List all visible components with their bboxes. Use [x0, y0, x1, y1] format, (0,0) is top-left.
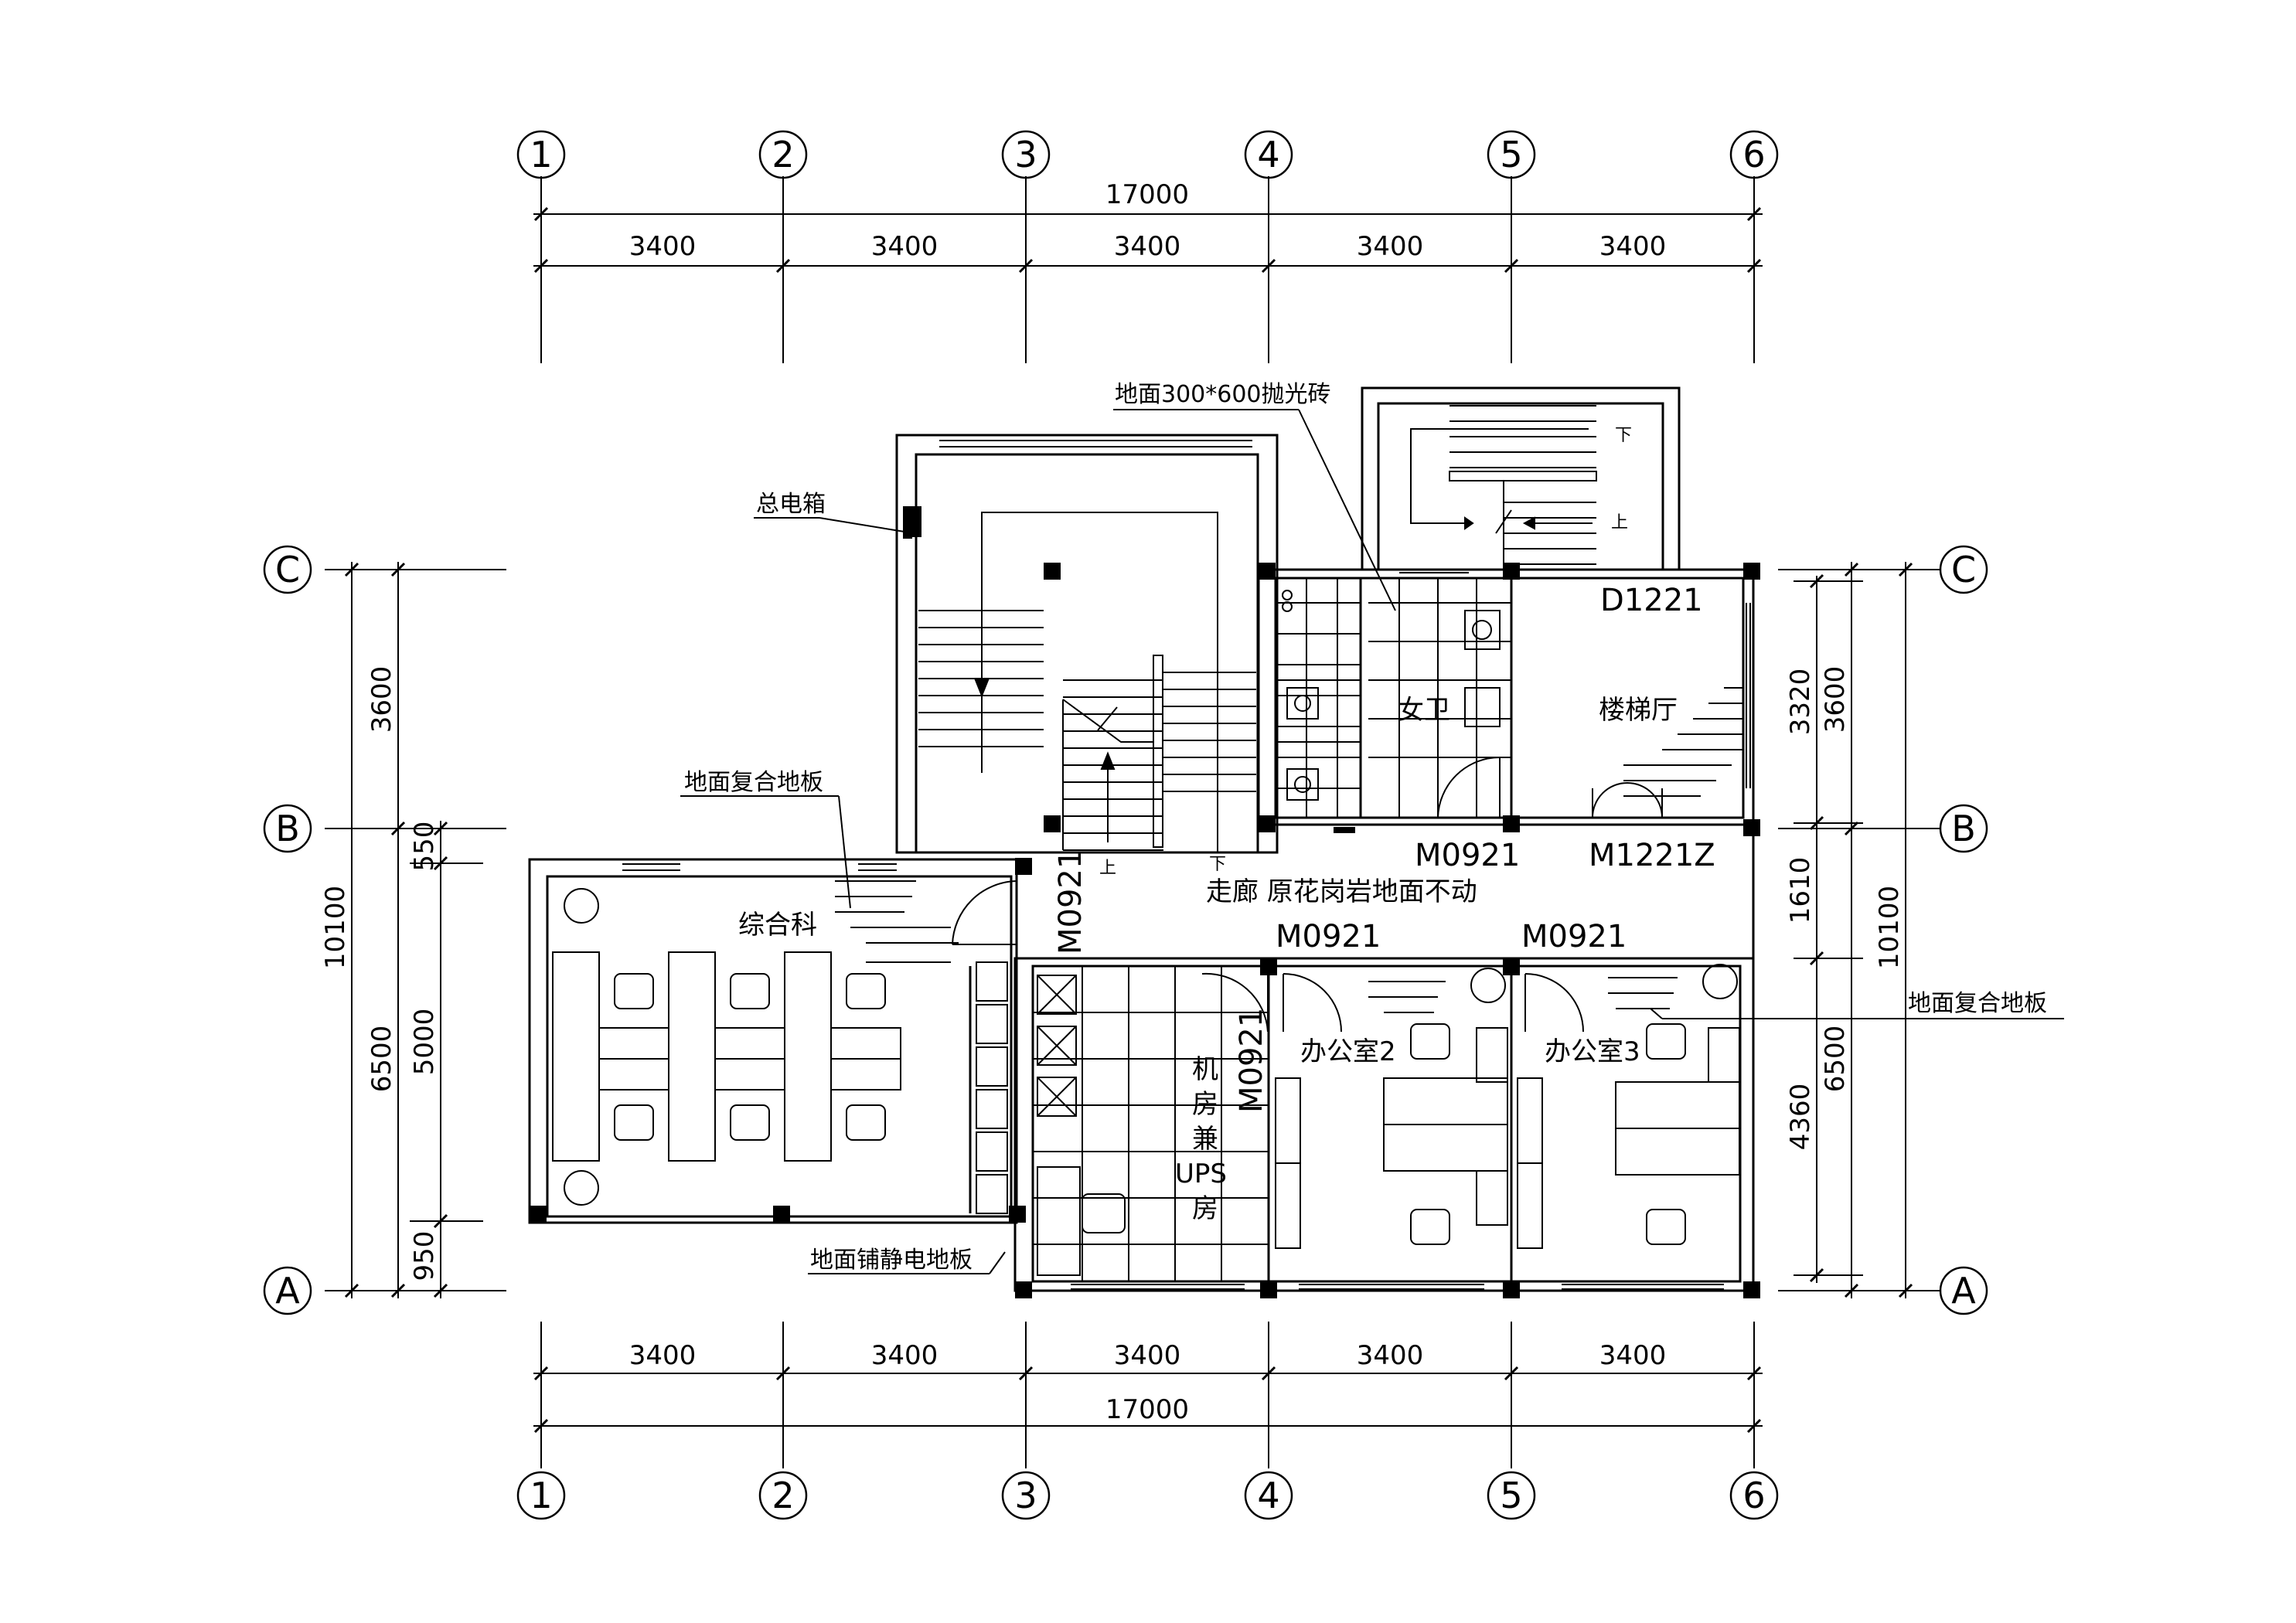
dim-right-inner-2: 1610 [1785, 857, 1816, 924]
dim-right-inner-3: 4360 [1785, 1084, 1816, 1151]
stair-down-mark: 下 [1209, 855, 1226, 874]
north-stair-up-mark: 上 [1611, 513, 1628, 532]
axis-top-4: 4 [1257, 134, 1279, 175]
columns [530, 506, 1760, 1298]
dim-right-outer-1: 3600 [1820, 666, 1851, 733]
leader-lines [680, 409, 2064, 1274]
stair-up-mark: 上 [1099, 859, 1116, 878]
dim-left-inner-1: 550 [409, 822, 440, 872]
note-laminate-left: 地面复合地板 [684, 769, 823, 796]
room-corridor: 走廊 原花岗岩地面不动 [1206, 876, 1477, 907]
axis-bottom-2: 2 [772, 1475, 794, 1516]
women-wc-fixtures [1276, 578, 1511, 818]
axis-left-c: C [275, 549, 300, 590]
dim-left-inner-3: 950 [409, 1231, 440, 1281]
axis-labels: 1 2 3 4 5 6 1 2 3 4 5 6 C B A C B A [275, 134, 1976, 1516]
door-code-corridor-wc: M0921 [1415, 838, 1520, 873]
main-stair [918, 512, 1256, 852]
axis-top-5: 5 [1500, 134, 1522, 175]
dim-top-total: 17000 [1105, 179, 1189, 210]
dim-left-outer-2: 6500 [366, 1026, 397, 1093]
main-stair-marks: 上 下 [1099, 855, 1226, 878]
dimension-labels: 17000 3400 3400 3400 3400 3400 3400 3400… [320, 179, 1905, 1425]
door-code-labels: M0921 M0921 M0921 M0921 M0921 M1221Z D12… [1053, 583, 1715, 1113]
dim-bottom-bay-4: 3400 [1357, 1340, 1424, 1371]
axis-top-6: 6 [1742, 134, 1765, 175]
door-code-north: D1221 [1600, 583, 1703, 618]
north-stair-marks: 下 上 [1611, 426, 1632, 532]
office-furniture [1275, 964, 1740, 1249]
dim-right-inner-1: 3320 [1785, 669, 1816, 736]
axis-left-a: A [275, 1270, 300, 1312]
note-antistatic-floor: 地面铺静电地板 [810, 1247, 973, 1274]
axis-bottom-1: 1 [530, 1475, 552, 1516]
room-labels: 综合科 机 房 兼 UPS 房 办公室2 办公室3 女卫 楼梯厅 走廊 原花岗岩… [738, 695, 1678, 1224]
axis-top-2: 2 [772, 134, 794, 175]
room-office-2: 办公室2 [1300, 1036, 1396, 1067]
dim-left-outer-1: 3600 [366, 666, 397, 733]
axis-bottom-6: 6 [1742, 1475, 1765, 1516]
room-machine-char-4: UPS [1175, 1159, 1227, 1189]
door-code-stair-hall: M1221Z [1589, 838, 1715, 873]
windows [572, 440, 1751, 1290]
dim-bottom-bay-5: 3400 [1599, 1340, 1667, 1371]
door-code-office-2: M0921 [1276, 919, 1381, 954]
north-stair-down-mark: 下 [1615, 426, 1632, 445]
dim-bottom-bay-2: 3400 [871, 1340, 938, 1371]
dim-top-bay-4: 3400 [1357, 231, 1424, 262]
room-machine-char-2: 房 [1192, 1089, 1218, 1120]
door-code-office-3: M0921 [1521, 919, 1627, 954]
note-laminate-right: 地面复合地板 [1908, 990, 2047, 1017]
dim-left-total: 10100 [320, 886, 351, 969]
dim-right-total: 10100 [1874, 886, 1905, 969]
note-tile-floor: 地面300*600抛光砖 [1115, 381, 1331, 408]
axis-right-c: C [1951, 549, 1976, 590]
door-code-general: M0921 [1053, 849, 1088, 954]
axis-bottom-4: 4 [1257, 1475, 1279, 1516]
dimension-ticks [344, 206, 1913, 1434]
axis-grid-lines [325, 176, 1940, 1468]
axis-top-3: 3 [1014, 134, 1037, 175]
axis-right-b: B [1951, 808, 1976, 849]
axis-top-1: 1 [530, 134, 552, 175]
axis-bubbles [263, 130, 1988, 1520]
north-stair [1410, 405, 1597, 568]
dim-top-bay-2: 3400 [871, 231, 938, 262]
stair-hall-hatch [1592, 687, 1743, 818]
room-general-office: 综合科 [738, 910, 817, 941]
dim-bottom-total: 17000 [1105, 1394, 1189, 1425]
dimension-lines [351, 213, 1906, 1427]
dim-right-outer-2: 6500 [1820, 1026, 1851, 1093]
door-code-machine-room: M0921 [1234, 1008, 1269, 1113]
general-office-furniture [552, 880, 1017, 1214]
room-office-3: 办公室3 [1545, 1036, 1640, 1067]
dim-top-bay-3: 3400 [1114, 231, 1181, 262]
axis-right-a: A [1951, 1270, 1976, 1312]
axis-bottom-3: 3 [1014, 1475, 1037, 1516]
electric-panel [903, 506, 912, 539]
note-labels: 地面300*600抛光砖 总电箱 地面复合地板 地面铺静电地板 地面复合地板 [684, 381, 2047, 1274]
axis-bottom-5: 5 [1500, 1475, 1522, 1516]
room-stair-hall: 楼梯厅 [1599, 695, 1678, 726]
dim-left-inner-2: 5000 [409, 1009, 440, 1076]
dim-bottom-bay-1: 3400 [629, 1340, 697, 1371]
room-women-wc: 女卫 [1398, 695, 1450, 726]
dim-bottom-bay-3: 3400 [1114, 1340, 1181, 1371]
dim-top-bay-5: 3400 [1599, 231, 1667, 262]
room-machine-char-3: 兼 [1192, 1124, 1218, 1155]
note-electric-panel: 总电箱 [756, 491, 826, 518]
room-machine-char-5: 房 [1192, 1193, 1218, 1224]
machine-room-elements [1033, 966, 1269, 1281]
room-machine-char-1: 机 [1192, 1054, 1218, 1085]
axis-left-b: B [275, 808, 300, 849]
dim-top-bay-1: 3400 [629, 231, 697, 262]
